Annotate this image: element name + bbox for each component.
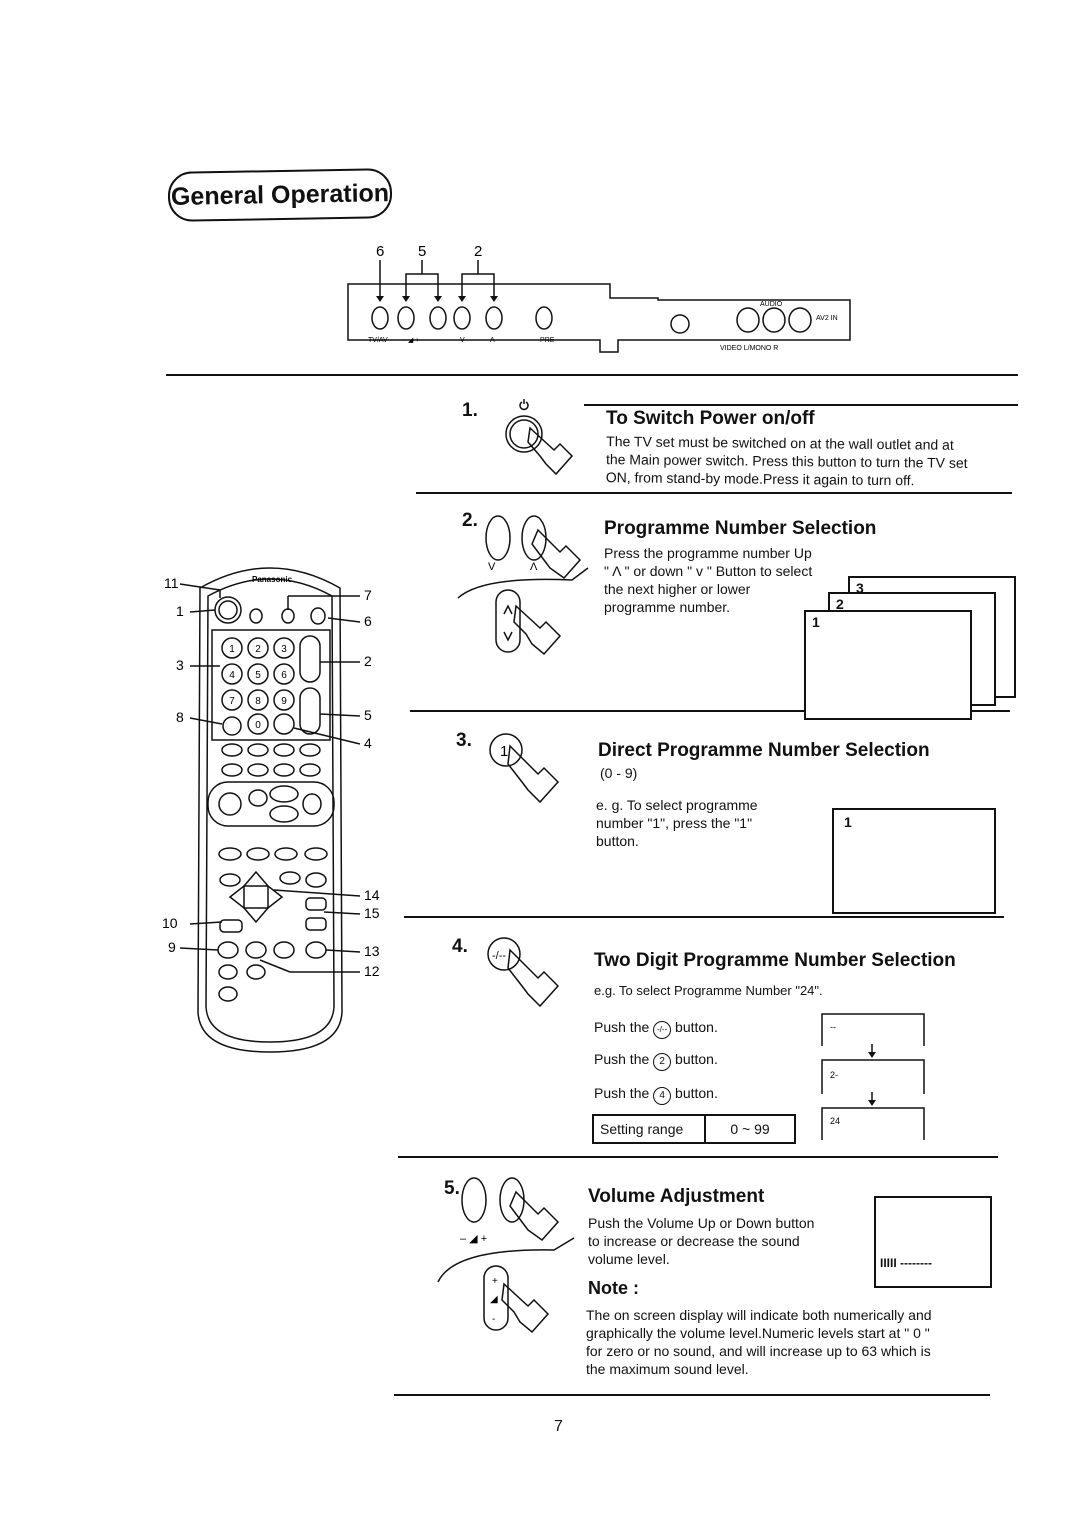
svg-text:6: 6: [364, 613, 372, 629]
svg-text:14: 14: [364, 887, 380, 903]
svg-text:V: V: [460, 337, 465, 344]
page-title: General Operation: [167, 168, 393, 222]
volume-buttons-icon: – ◢ + + ◢ -: [437, 1177, 575, 1334]
section-4-example: e.g. To select Programme Number "24".: [594, 983, 823, 998]
callout-6: 6: [376, 243, 384, 260]
svg-text:11: 11: [164, 575, 179, 591]
section-3-title: Direct Programme Number Selection: [598, 740, 930, 761]
svg-text:4: 4: [364, 735, 372, 751]
svg-text:5: 5: [364, 707, 372, 723]
screen-1: 1: [804, 610, 972, 720]
svg-text:AUDIO: AUDIO: [760, 301, 783, 308]
callout-2: 2: [474, 243, 482, 260]
svg-text:◢: ◢: [490, 1294, 498, 1305]
svg-text:5: 5: [255, 670, 261, 681]
svg-text:3: 3: [281, 644, 287, 655]
svg-text:15: 15: [364, 905, 380, 921]
svg-text:8: 8: [176, 709, 184, 725]
volume-osd-screen: IIIII --------: [874, 1196, 992, 1288]
step-2: Push the 2 button.: [594, 1050, 718, 1071]
callout-5: 5: [418, 243, 426, 260]
svg-text:VIDEO L/MONO R: VIDEO L/MONO R: [720, 345, 778, 352]
power-button-hand-icon: [505, 399, 574, 476]
section-4-title: Two Digit Programme Number Selection: [594, 950, 956, 971]
svg-text:2: 2: [364, 653, 372, 669]
remote-brand: Panasonic: [252, 575, 293, 584]
svg-text:– ◢ +: – ◢ +: [402, 337, 419, 344]
svg-text:V: V: [488, 561, 496, 573]
svg-text:-: -: [492, 1314, 495, 1325]
section-5-number: 5.: [444, 1178, 460, 1199]
svg-text:6: 6: [281, 670, 287, 681]
front-panel-diagram: 6 5 2 TV/AV – ◢ + V Λ PRE VIDEO L/MONO R…: [347, 243, 851, 353]
section-1-number: 1.: [462, 400, 478, 421]
svg-text:1: 1: [176, 603, 184, 619]
svg-text:-/--: -/--: [492, 950, 506, 962]
note-text: The on screen display will indicate both…: [586, 1307, 932, 1377]
svg-text:7: 7: [364, 587, 372, 603]
svg-text:10: 10: [162, 915, 178, 931]
svg-text:8: 8: [255, 696, 261, 707]
svg-text:2: 2: [255, 644, 261, 655]
svg-text:+: +: [492, 1276, 498, 1287]
section-4-number: 4.: [452, 936, 468, 957]
svg-text:TV/AV: TV/AV: [368, 337, 388, 344]
svg-text:3: 3: [176, 657, 184, 673]
svg-text:9: 9: [168, 939, 176, 955]
section-2-text: Press the programme number Up" Λ " or do…: [604, 545, 813, 615]
svg-text:2-: 2-: [830, 1070, 838, 1080]
svg-text:1: 1: [500, 743, 508, 760]
section-5-title: Volume Adjustment: [588, 1186, 765, 1207]
svg-text:0: 0: [255, 720, 261, 731]
note-title: Note :: [588, 1278, 639, 1298]
svg-text:4: 4: [229, 670, 235, 681]
svg-text:24: 24: [830, 1116, 840, 1126]
svg-text:Λ: Λ: [490, 337, 495, 344]
step-1: Push the -/-- button.: [594, 1018, 718, 1039]
screen-direct: 1: [832, 808, 996, 914]
section-1-text: The TV set must be switched on at the wa…: [605, 433, 968, 489]
svg-text:Λ: Λ: [530, 561, 538, 573]
svg-text:AV2 IN: AV2 IN: [816, 315, 838, 322]
svg-text:PRE: PRE: [540, 337, 555, 344]
section-3-range: (0 - 9): [600, 765, 638, 781]
section-3-number: 3.: [456, 730, 472, 751]
svg-text:9: 9: [281, 696, 287, 707]
page-number: 7: [554, 1418, 563, 1435]
two-digit-screens: -- 2- 24: [821, 1013, 925, 1140]
section-2-title: Programme Number Selection: [604, 518, 877, 539]
svg-text:– ◢ +: – ◢ +: [460, 1233, 487, 1245]
svg-text:7: 7: [229, 696, 235, 707]
section-2-number: 2.: [462, 510, 478, 531]
programme-buttons-icon: V Λ: [457, 515, 589, 656]
digit-button-hand-icon: 1: [489, 733, 560, 804]
two-digit-button-hand-icon: -/--: [487, 937, 560, 1008]
section-1-title: To Switch Power on/off: [606, 408, 815, 429]
svg-text:13: 13: [364, 943, 380, 959]
svg-text:1: 1: [229, 644, 235, 655]
setting-range-box: Setting range 0 ~ 99: [592, 1114, 796, 1144]
step-3: Push the 4 button.: [594, 1084, 718, 1105]
svg-text:12: 12: [364, 963, 380, 979]
svg-text:--: --: [830, 1022, 836, 1032]
